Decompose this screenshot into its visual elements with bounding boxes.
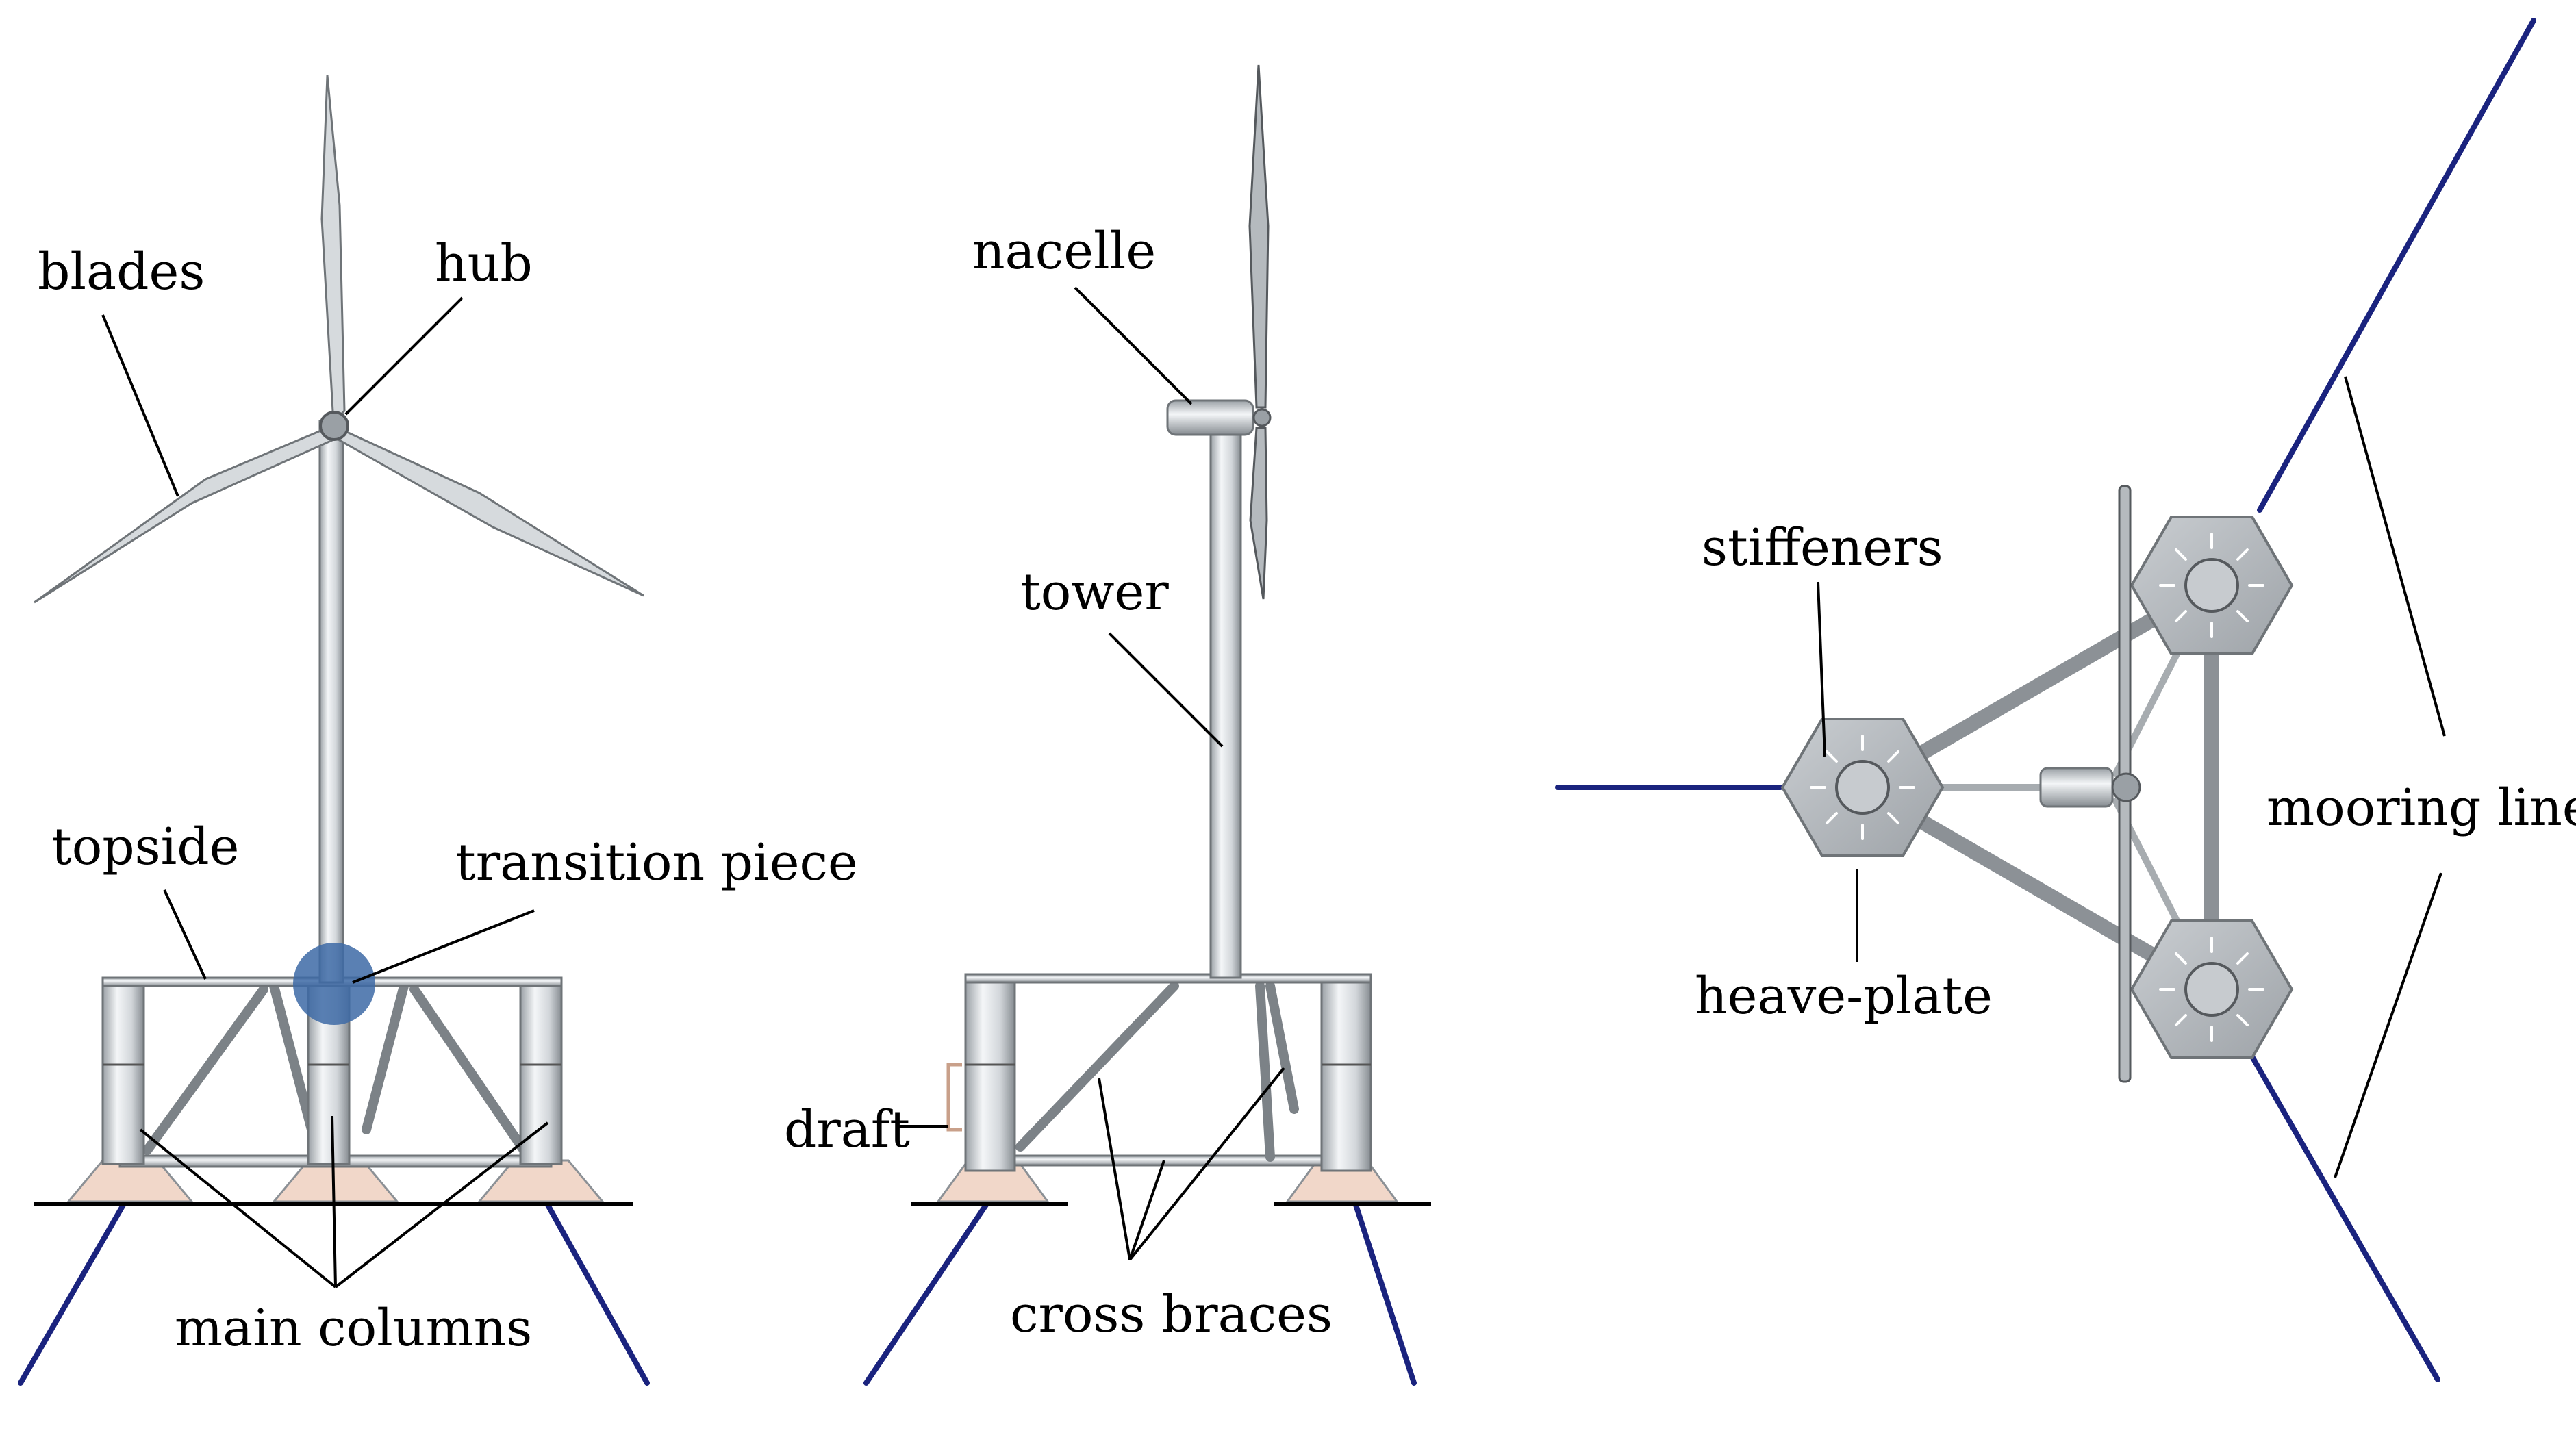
label-hub: hub xyxy=(435,234,533,293)
side-nacelle xyxy=(1166,399,1254,436)
label-stiffeners: stiffeners xyxy=(1702,518,1943,577)
side-blades xyxy=(1248,64,1270,600)
label-tower: tower xyxy=(1020,563,1169,622)
leader-topside xyxy=(163,889,207,980)
top-column-tops xyxy=(1835,558,2239,1017)
side-view: nacelle tower draft cross braces xyxy=(784,64,1431,1386)
label-blades: blades xyxy=(38,242,205,301)
leader-mooring-lines-lower xyxy=(2334,872,2442,1178)
leader-tower xyxy=(1108,632,1224,748)
label-mooring-lines: mooring lines xyxy=(2266,778,2576,837)
label-nacelle: nacelle xyxy=(972,222,1156,281)
label-heave-plate: heave-plate xyxy=(1695,967,1993,1026)
label-cross-braces: cross braces xyxy=(1010,1285,1333,1344)
top-stiffeners xyxy=(1810,533,2264,1042)
front-hub xyxy=(319,411,349,441)
leader-nacelle xyxy=(1074,286,1193,405)
side-main-columns xyxy=(964,974,1372,1172)
label-main-columns: main columns xyxy=(175,1299,532,1358)
side-hub xyxy=(1252,408,1272,427)
side-tower xyxy=(1209,430,1242,979)
side-cross-braces xyxy=(1015,981,1299,1162)
side-mooring-line-left xyxy=(863,1202,989,1386)
side-topside xyxy=(964,973,1372,984)
side-heave-plates xyxy=(911,1163,1431,1206)
leader-hub xyxy=(344,296,464,416)
front-view: blades hub topside transition piece main… xyxy=(18,75,858,1386)
leader-main-columns xyxy=(139,1115,549,1288)
side-mooring-line-right xyxy=(1353,1202,1417,1386)
top-hub xyxy=(2111,772,2141,802)
side-draft-marker xyxy=(946,1063,962,1132)
side-pontoon xyxy=(1002,1154,1340,1167)
front-mooring-line-right xyxy=(545,1202,650,1386)
front-cross-braces xyxy=(142,981,529,1155)
front-tower xyxy=(318,420,344,984)
front-transition-piece xyxy=(293,943,375,1025)
front-blades xyxy=(34,75,644,604)
top-view: stiffeners heave-plate mooring lines xyxy=(1555,18,2576,1382)
label-transition-piece: transition piece xyxy=(455,833,858,892)
leader-cross-braces xyxy=(1098,1067,1285,1261)
leader-blades xyxy=(101,314,179,497)
top-nacelle xyxy=(2039,767,2114,808)
top-mooring-line-upper xyxy=(2257,18,2536,513)
leader-stiffeners xyxy=(1817,581,1826,757)
leader-mooring-lines-upper xyxy=(2344,376,2446,737)
front-mooring-line-left xyxy=(18,1202,126,1386)
label-draft: draft xyxy=(784,1100,910,1159)
label-topside: topside xyxy=(51,817,239,876)
leader-transition-piece xyxy=(352,909,535,984)
top-mooring-line-lower xyxy=(2250,1055,2440,1382)
